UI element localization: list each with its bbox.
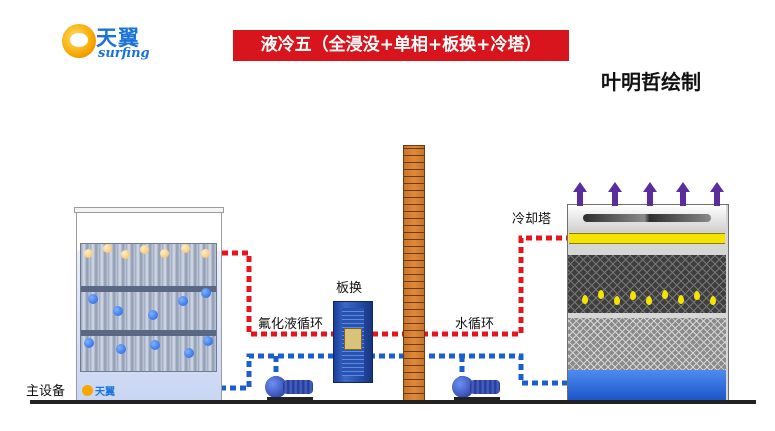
- main-equipment-label: 主设备: [26, 384, 66, 399]
- water-drop-icon: [630, 291, 636, 300]
- water-drop-icon: [710, 296, 716, 305]
- fluoride-loop-label: 氟化液循环: [258, 317, 324, 332]
- cold-bubble: [113, 306, 123, 316]
- logo-ring-icon: [62, 24, 96, 58]
- water-drop-icon: [678, 295, 684, 304]
- hot-bubble: [201, 249, 210, 258]
- author-credit: 叶明哲绘制: [601, 70, 701, 94]
- up-arrow-icon: [643, 182, 657, 206]
- water-drop-icon: [662, 290, 668, 299]
- water-loop-label: 水循环: [455, 317, 495, 332]
- water-drop-icon: [582, 295, 588, 304]
- tank-logo-text: 天翼: [95, 387, 115, 398]
- cold-bubble: [178, 296, 188, 306]
- tank-lid: [74, 207, 224, 213]
- brick-wall: [403, 145, 425, 402]
- water-drop-icon: [598, 290, 604, 299]
- hot-bubble: [103, 244, 112, 253]
- server-rack: [80, 243, 217, 372]
- logo-ring-icon: [82, 385, 93, 396]
- fan-icon: [583, 214, 711, 222]
- water-drop-icon: [646, 296, 652, 305]
- logo-brand-en: surfing: [98, 46, 150, 61]
- hot-bubble: [84, 249, 93, 258]
- hot-bubble: [181, 244, 190, 253]
- cold-bubble: [84, 338, 94, 348]
- hot-fluoride-pipe: [212, 250, 334, 337]
- surfing-logo: 天翼 surfing: [62, 18, 172, 70]
- plate-exchanger-label: 板换: [336, 281, 363, 296]
- logo-brand-cn: 天翼: [96, 26, 140, 50]
- ground-line: [30, 400, 756, 404]
- hot-bubble: [140, 245, 149, 254]
- cold-bubble: [88, 294, 98, 304]
- cold-bubble: [184, 348, 194, 358]
- hot-bubble: [121, 250, 130, 259]
- cold-bubble: [148, 310, 158, 320]
- up-arrow-icon: [573, 182, 587, 206]
- hot-bubble: [160, 249, 169, 258]
- water-drop-icon: [694, 291, 700, 300]
- exchanger-nameplate: [344, 328, 362, 350]
- cold-bubble: [201, 288, 211, 298]
- cold-fluoride-pipe: [218, 353, 334, 391]
- cooling-tower-label: 冷却塔: [512, 212, 552, 227]
- cold-bubble: [116, 344, 126, 354]
- hot-water-pipe: [372, 235, 578, 337]
- cold-bubble: [203, 336, 213, 346]
- pump-icon: [452, 374, 502, 400]
- pump-icon: [265, 374, 315, 400]
- up-arrow-icon: [710, 182, 724, 206]
- cold-water-pipe: [372, 353, 568, 386]
- spray-header: [569, 233, 725, 244]
- page-title: 液冷五（全浸没+单相+板换+冷塔）: [233, 30, 569, 61]
- water-drop-icon: [614, 296, 620, 305]
- tower-fill-lower: [568, 318, 726, 370]
- tower-basin: [568, 370, 726, 400]
- cold-bubble: [150, 340, 160, 350]
- up-arrow-icon: [676, 182, 690, 206]
- up-arrow-icon: [608, 182, 622, 206]
- tank-logo: 天翼: [82, 384, 130, 398]
